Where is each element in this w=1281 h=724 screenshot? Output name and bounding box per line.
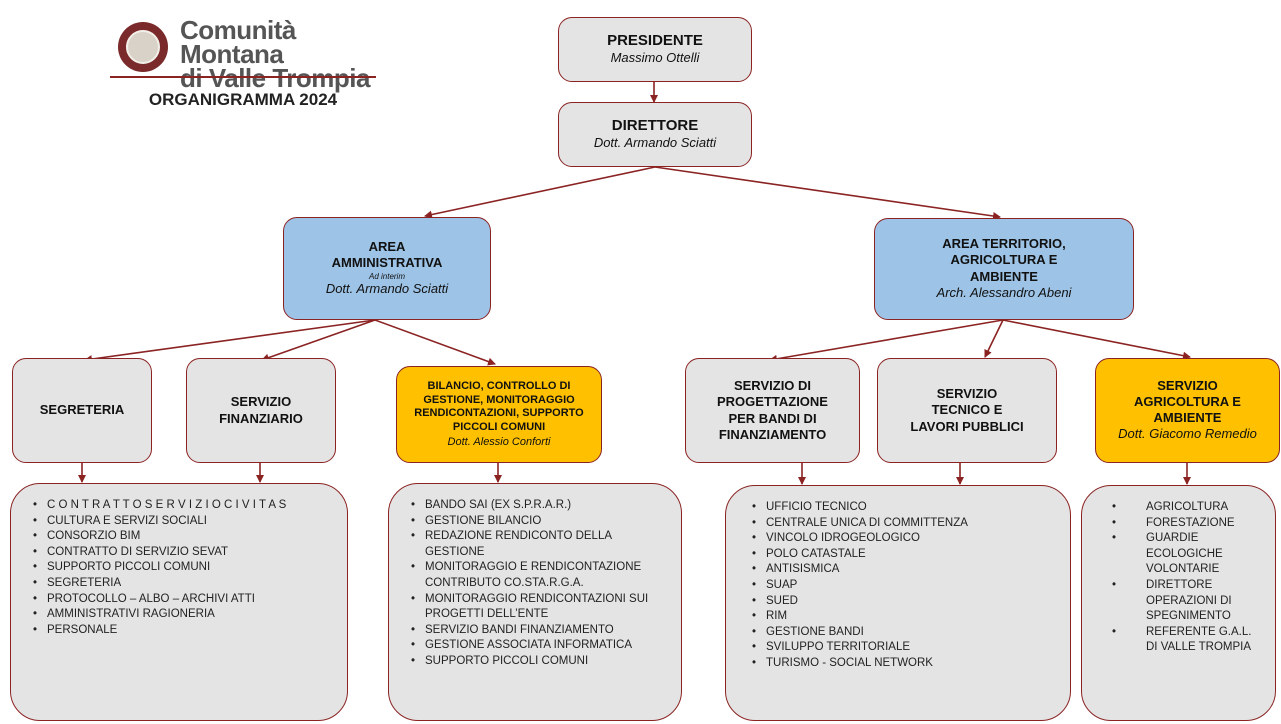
box-servizio-finanziario: SERVIZIO FINANZIARIO — [186, 358, 336, 463]
arrow-area-amm-segreteria — [84, 319, 376, 364]
arrow-area-terr-agricoltura — [1002, 319, 1191, 360]
arrow-area-terr-tecnico — [984, 319, 1004, 358]
list-item: CONTRATTO DI SERVIZIO SEVAT — [33, 545, 337, 561]
area-amm-note: Ad interim — [368, 271, 405, 281]
presidente-title: PRESIDENTE — [607, 31, 703, 49]
list-item: DIRETTORE OPERAZIONI DI SPEGNIMENTO — [1112, 578, 1265, 625]
list-item: TURISMO - SOCIAL NETWORK — [752, 656, 1060, 672]
box-presidente: PRESIDENTE Massimo Ottelli — [558, 17, 752, 82]
list-item: CONSORZIO BIM — [33, 529, 337, 545]
tecnico-title: SERVIZIO TECNICO E LAVORI PUBBLICI — [910, 386, 1024, 434]
box-direttore: DIRETTORE Dott. Armando Sciatti — [558, 102, 752, 167]
list-item: AMMINISTRATIVI RAGIONERIA — [33, 607, 337, 623]
arrow-direttore-area-terr — [654, 166, 1001, 220]
logo-line2: di Valle Trompia — [180, 63, 370, 93]
progettazione-title: SERVIZIO DI PROGETTAZIONE PER BANDI DI F… — [717, 378, 828, 442]
direttore-name: Dott. Armando Sciatti — [593, 135, 717, 151]
box-area-amministrativa: AREA AMMINISTRATIVA Ad interim Dott. Arm… — [283, 217, 491, 320]
presidente-name: Massimo Ottelli — [610, 50, 700, 66]
list-item: CULTURA E SERVIZI SOCIALI — [33, 514, 337, 530]
box-progettazione: SERVIZIO DI PROGETTAZIONE PER BANDI DI F… — [685, 358, 860, 463]
arrow-area-amm-finanziario — [261, 319, 376, 362]
finanziario-title: SERVIZIO FINANZIARIO — [219, 394, 303, 426]
segreteria-title: SEGRETERIA — [39, 402, 125, 418]
list-item: SEGRETERIA — [33, 576, 337, 592]
list-item: REFERENTE G.A.L. DI VALLE TROMPIA — [1112, 625, 1265, 656]
list-item: SUPPORTO PICCOLI COMUNI — [411, 654, 671, 670]
agricoltura-title: SERVIZIO AGRICOLTURA E AMBIENTE — [1134, 377, 1241, 426]
area-terr-name: Arch. Alessandro Abeni — [936, 284, 1072, 300]
list-item: GESTIONE BANDI — [752, 625, 1060, 641]
page-title: ORGANIGRAMMA 2024 — [148, 90, 338, 109]
list-item: BANDO SAI (EX S.P.R.A.R.) — [411, 498, 671, 514]
list-item: POLO CATASTALE — [752, 547, 1060, 563]
list-item: UFFICIO TECNICO — [752, 500, 1060, 516]
list-item: MONITORAGGIO E RENDICONTAZIONE CONTRIBUT… — [411, 560, 671, 591]
box-agricoltura: SERVIZIO AGRICOLTURA E AMBIENTE Dott. Gi… — [1095, 358, 1280, 463]
list-item: CENTRALE UNICA DI COMMITTENZA — [752, 516, 1060, 532]
list-item: C O N T R A T T O S E R V I Z I O C I V … — [33, 498, 337, 514]
list-item: ANTISISMICA — [752, 562, 1060, 578]
list-item: GUARDIE ECOLOGICHE VOLONTARIE — [1112, 531, 1265, 578]
list-item: MONITORAGGIO RENDICONTAZIONI SUI PROGETT… — [411, 592, 671, 623]
arrow-direttore-area-amm — [424, 166, 656, 219]
box-tecnico: SERVIZIO TECNICO E LAVORI PUBBLICI — [877, 358, 1057, 463]
logo-text: Comunità Montana di Valle Trompia — [180, 15, 376, 93]
arrow-area-amm-bilancio — [374, 319, 496, 366]
logo: Comunità Montana di Valle Trompia — [110, 14, 376, 91]
list-item: SVILUPPO TERRITORIALE — [752, 640, 1060, 656]
list-items: C O N T R A T T O S E R V I Z I O C I V … — [33, 498, 337, 638]
list-items: AGRICOLTURAFORESTAZIONEGUARDIE ECOLOGICH… — [1098, 500, 1265, 656]
list-item: SUED — [752, 594, 1060, 610]
list-item: REDAZIONE RENDICONTO DELLA GESTIONE — [411, 529, 671, 560]
area-amm-title: AREA AMMINISTRATIVA — [331, 239, 443, 271]
list-item: PERSONALE — [33, 623, 337, 639]
logo-line1: Comunità Montana — [180, 15, 296, 69]
logo-emblem — [118, 22, 168, 72]
list-item: AGRICOLTURA — [1112, 500, 1265, 516]
direttore-title: DIRETTORE — [611, 116, 699, 134]
list-item: RIM — [752, 609, 1060, 625]
bilancio-title: BILANCIO, CONTROLLO DI GESTIONE, MONITOR… — [414, 379, 584, 434]
arrow-area-terr-progettazione — [769, 319, 1004, 363]
list-item: VINCOLO IDROGEOLOGICO — [752, 531, 1060, 547]
logo-underline — [110, 76, 376, 78]
list-item: SERVIZIO BANDI FINANZIAMENTO — [411, 623, 671, 639]
list-items: UFFICIO TECNICOCENTRALE UNICA DI COMMITT… — [752, 500, 1060, 672]
box-bilancio: BILANCIO, CONTROLLO DI GESTIONE, MONITOR… — [396, 366, 602, 463]
list-items: BANDO SAI (EX S.P.R.A.R.)GESTIONE BILANC… — [411, 498, 671, 670]
bilancio-name: Dott. Alessio Conforti — [447, 435, 551, 448]
list-item: PROTOCOLLO – ALBO – ARCHIVI ATTI — [33, 592, 337, 608]
list-item: SUAP — [752, 578, 1060, 594]
box-segreteria: SEGRETERIA — [12, 358, 152, 463]
list-item: FORESTAZIONE — [1112, 516, 1265, 532]
list-agricoltura: AGRICOLTURAFORESTAZIONEGUARDIE ECOLOGICH… — [1081, 485, 1276, 721]
area-amm-name: Dott. Armando Sciatti — [325, 281, 449, 297]
list-item: GESTIONE ASSOCIATA INFORMATICA — [411, 638, 671, 654]
list-tecnico: UFFICIO TECNICOCENTRALE UNICA DI COMMITT… — [725, 485, 1071, 721]
list-item: SUPPORTO PICCOLI COMUNI — [33, 560, 337, 576]
list-item: GESTIONE BILANCIO — [411, 514, 671, 530]
area-terr-title: AREA TERRITORIO, AGRICOLTURA E AMBIENTE — [942, 236, 1066, 284]
agricoltura-name: Dott. Giacomo Remedio — [1118, 426, 1257, 442]
box-area-territorio: AREA TERRITORIO, AGRICOLTURA E AMBIENTE … — [874, 218, 1134, 320]
list-bilancio: BANDO SAI (EX S.P.R.A.R.)GESTIONE BILANC… — [388, 483, 682, 721]
list-segreteria-finanziario: C O N T R A T T O S E R V I Z I O C I V … — [10, 483, 348, 721]
